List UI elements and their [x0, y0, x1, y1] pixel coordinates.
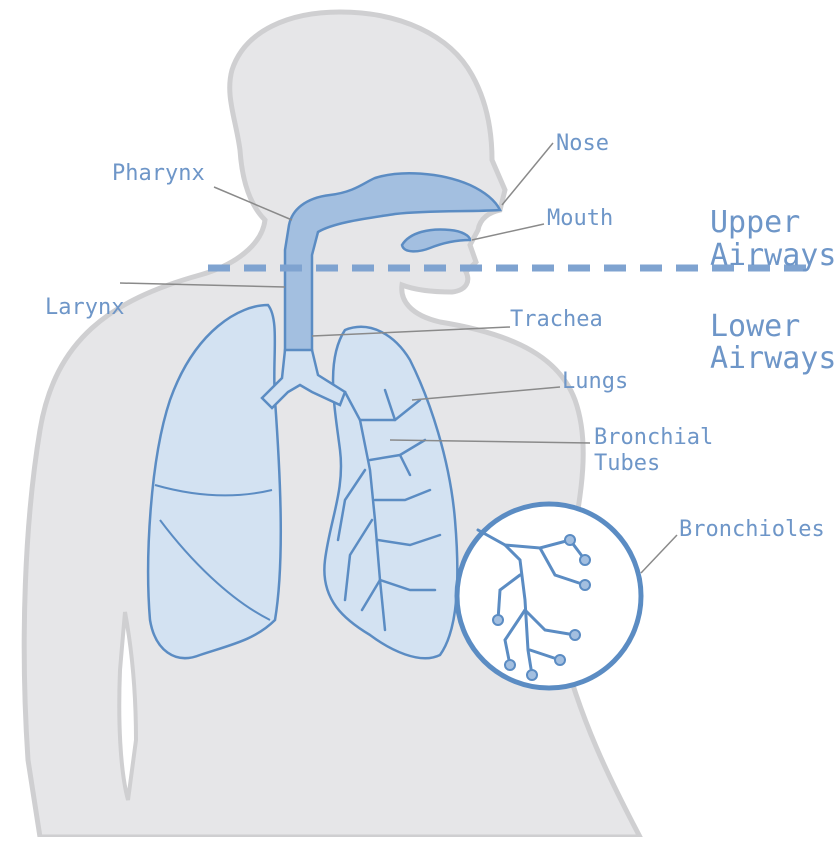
label-bronchial-1: Bronchial: [594, 425, 713, 450]
label-trachea: Trachea: [510, 307, 603, 332]
leader-mouth: [472, 224, 544, 240]
label-upper-2: Airways: [710, 238, 836, 273]
label-larynx: Larynx: [45, 295, 124, 320]
label-nose: Nose: [556, 131, 609, 156]
label-upper-1: Upper: [710, 205, 800, 240]
label-lower-2: Airways: [710, 341, 836, 376]
label-lungs: Lungs: [562, 369, 628, 394]
label-bronchial-2: Tubes: [594, 451, 660, 476]
label-mouth: Mouth: [547, 206, 613, 231]
body-silhouette: [24, 12, 640, 837]
bronchioles-zoom-circle: [457, 504, 641, 688]
label-lower-1: Lower: [710, 309, 800, 344]
leader-bronchioles: [641, 535, 677, 573]
label-bronchioles: Bronchioles: [679, 517, 825, 542]
leader-nose: [502, 143, 553, 205]
label-pharynx: Pharynx: [112, 161, 205, 186]
